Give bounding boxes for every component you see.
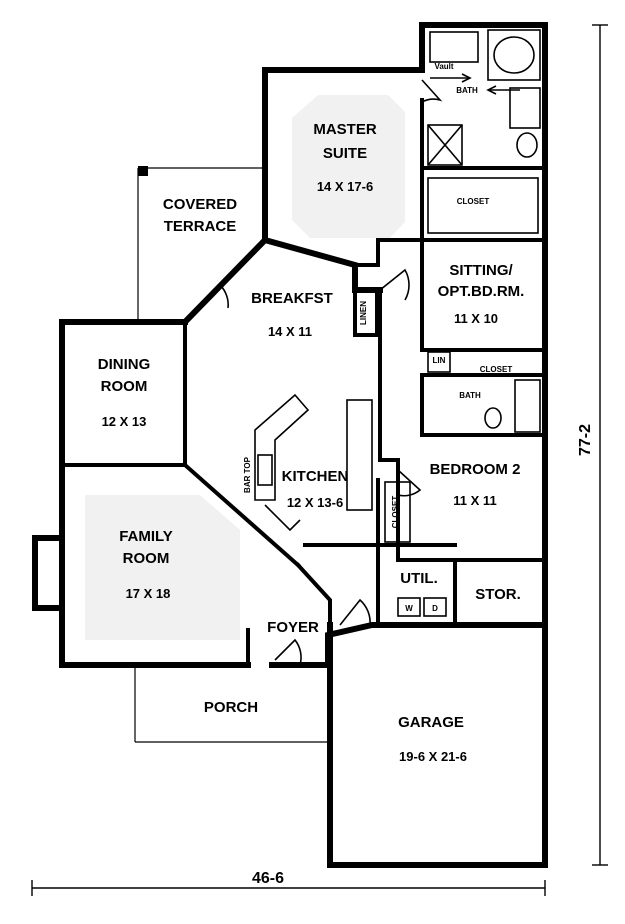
covered-terrace-name-2: TERRACE <box>164 218 237 235</box>
breakfast-size: 14 X 11 <box>268 324 312 339</box>
bed2-closet-shelf <box>384 481 411 543</box>
porch-name: PORCH <box>204 699 258 716</box>
interior-walls <box>60 98 547 667</box>
family-name-1: FAMILY <box>119 528 173 545</box>
master-suite-rug <box>292 95 405 238</box>
covered-terrace-name-1: COVERED <box>163 196 237 213</box>
washer <box>397 597 421 617</box>
bar-top-label: BAR TOP <box>243 456 252 493</box>
stor-name: STOR. <box>475 586 521 603</box>
master-closet-label: CLOSET <box>457 197 490 206</box>
master-bath-vault-label: Vault <box>434 62 453 71</box>
hall-closet-label: CLOSET <box>480 365 513 374</box>
sitting-name-1: SITTING/ <box>449 262 513 279</box>
family-size: 17 X 18 <box>126 586 171 601</box>
width-dimension: 46-6 <box>252 870 284 887</box>
kitchen-counters <box>254 393 373 532</box>
covered-terrace-outline <box>137 166 265 322</box>
door-swings <box>199 79 443 666</box>
master-suite-name-2: SUITE <box>323 145 367 162</box>
breakfast-name: BREAKFST <box>251 290 333 307</box>
dimension-depth <box>592 24 608 866</box>
sitting-size: 11 X 10 <box>454 311 498 326</box>
dimension-width <box>31 880 546 896</box>
foyer-name: FOYER <box>267 619 319 636</box>
hall-bath-label: BATH <box>459 391 481 400</box>
linen-label: LINEN <box>359 301 368 325</box>
washer-label: W <box>405 604 413 613</box>
dryer <box>423 597 447 617</box>
bed2-closet-label: CLOSET <box>391 496 400 529</box>
hall-bath-fixtures <box>427 351 541 433</box>
bedroom2-name: BEDROOM 2 <box>430 461 521 478</box>
dining-size: 12 X 13 <box>102 414 147 429</box>
porch-outline <box>134 665 329 743</box>
master-bath-fixtures <box>427 29 541 166</box>
master-suite-size: 14 X 17-6 <box>317 179 373 194</box>
family-room-rug <box>85 495 240 640</box>
master-closet-shelf <box>427 177 539 234</box>
lin-label: LIN <box>433 356 446 365</box>
depth-dimension: 77-2 <box>577 424 594 456</box>
master-suite-name-1: MASTER <box>313 121 377 138</box>
dining-name-1: DINING <box>98 356 151 373</box>
kitchen-size: 12 X 13-6 <box>287 495 343 510</box>
exterior-walls <box>32 22 548 868</box>
util-name: UTIL. <box>400 570 438 587</box>
master-bath-label: BATH <box>456 86 478 95</box>
dryer-label: D <box>432 604 438 613</box>
garage-size: 19-6 X 21-6 <box>399 749 467 764</box>
family-name-2: ROOM <box>123 550 170 567</box>
sitting-name-2: OPT.BD.RM. <box>438 283 525 300</box>
kitchen-name: KITCHEN <box>282 468 349 485</box>
dining-name-2: ROOM <box>101 378 148 395</box>
bedroom2-size: 11 X 11 <box>453 493 496 508</box>
garage-name: GARAGE <box>398 714 464 731</box>
